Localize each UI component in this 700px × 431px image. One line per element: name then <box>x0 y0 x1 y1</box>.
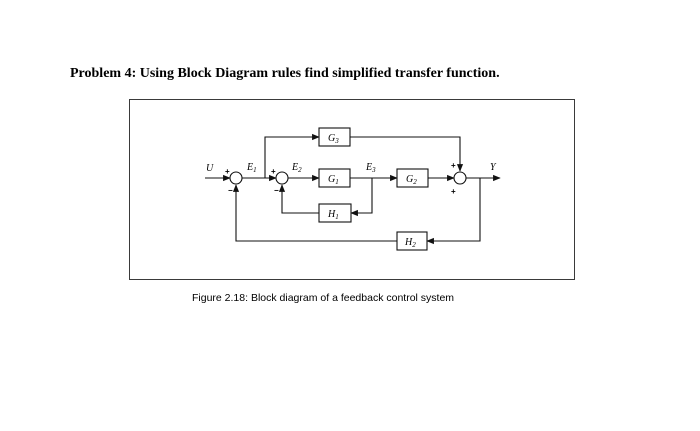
summing-junction-3 <box>453 171 467 185</box>
g3-in-line <box>264 133 320 178</box>
summing-junction-1 <box>229 171 243 185</box>
output-label: Y <box>490 162 497 173</box>
signal-e2-label: E2 <box>291 162 302 174</box>
h2-out-line <box>232 184 397 242</box>
block-g1-label: G1 <box>328 174 339 186</box>
block-g3 <box>318 127 351 147</box>
block-g3-label: G3 <box>328 133 339 145</box>
signal-e3-label: E3 <box>365 162 376 174</box>
h1-out-line <box>278 184 319 214</box>
block-h2-label: H2 <box>404 237 416 249</box>
block-g2-label: G2 <box>406 174 417 186</box>
block-h2 <box>396 231 428 251</box>
block-g2 <box>396 168 429 188</box>
problem-statement: Problem 4: Using Block Diagram rules fin… <box>70 66 500 81</box>
signal-e1-label: E1 <box>246 162 257 174</box>
sum3-bottom-plus-sign: + <box>451 187 456 196</box>
sum2-minus-sign: − <box>274 186 279 195</box>
sum1-minus-sign: − <box>228 186 233 195</box>
sum3-top-plus-sign: + <box>451 161 456 170</box>
input-label: U <box>206 163 214 174</box>
h2-in-line <box>426 178 481 245</box>
h1-in-line <box>350 178 373 217</box>
block-g1 <box>318 168 351 188</box>
sum1-plus-sign: + <box>225 167 230 176</box>
g3-out-line <box>350 136 464 172</box>
block-h1-label: H1 <box>327 209 339 221</box>
sum2-plus-sign: + <box>271 167 276 176</box>
block-h1 <box>318 203 352 223</box>
figure-frame <box>129 99 575 280</box>
figure-caption: Figure 2.18: Block diagram of a feedback… <box>192 292 455 304</box>
summing-junction-2 <box>275 171 289 185</box>
